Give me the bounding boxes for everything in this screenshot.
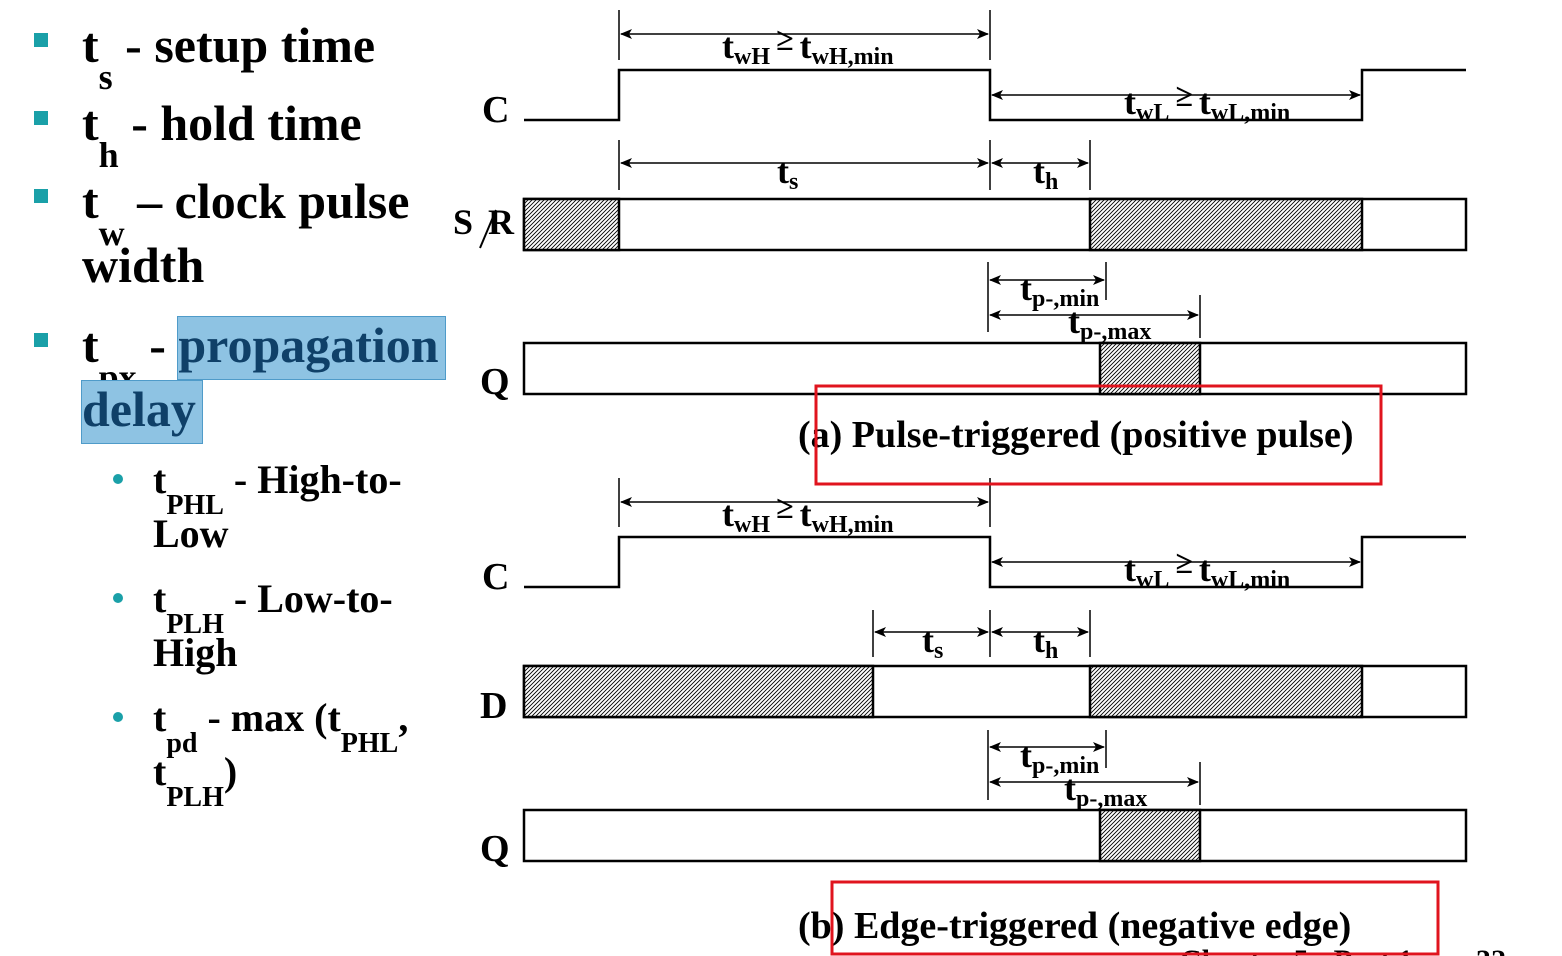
label-s: S <box>453 202 473 242</box>
bullet-pulse-width-cont: width <box>82 237 205 293</box>
bullet-propagation-delay-cont: delay <box>81 380 203 444</box>
label-q-b: Q <box>480 828 510 870</box>
sr-hatch-right <box>1088 197 1364 252</box>
sub-bullet-tphl-cont: Low <box>153 511 229 556</box>
footer-page-number: 32 <box>1476 944 1506 956</box>
bullet-propagation-delay: tpx - propagation <box>82 316 446 395</box>
highlight-propagation: propagation <box>177 316 446 380</box>
highlight-delay: delay <box>81 380 203 444</box>
q-signal-bar-b <box>522 808 1468 863</box>
bullet-square-icon <box>34 111 48 125</box>
bullet-pulse-width: tw – clock pulse <box>82 173 410 253</box>
label-tpmax-b: tp-,max <box>1064 768 1147 812</box>
label-twh-a: twH≥twH,min <box>722 21 894 70</box>
label-tpmax-a: tp-,max <box>1068 301 1151 345</box>
label-twl-b: twL≥twL,min <box>1124 544 1290 593</box>
sub-bullet-tphl: tPHL - High-to- <box>153 457 402 521</box>
bullet-hold-time: th - hold time <box>82 95 362 175</box>
label-q-a: Q <box>480 361 510 403</box>
label-c-b: C <box>482 556 509 598</box>
label-ts-a: ts <box>777 151 798 195</box>
label-c-a: C <box>482 89 509 131</box>
label-twh-b: twH≥twH,min <box>722 489 894 538</box>
label-twl-a: twL≥twL,min <box>1124 77 1290 126</box>
bullet-square-icon <box>34 33 48 47</box>
annotation-box-b <box>830 880 1440 956</box>
caption-b: (b) Edge-triggered (negative edge) <box>798 905 1351 947</box>
sr-slash <box>479 209 497 249</box>
sub-bullet-dot-icon <box>113 593 123 603</box>
bullet-list: ts - setup time th - hold time tw – cloc… <box>0 0 480 956</box>
label-th-b: th <box>1033 620 1058 664</box>
label-tpmin-a: tp-,min <box>1020 268 1099 312</box>
annotation-box-a <box>814 384 1383 486</box>
label-tpmin-b: tp-,min <box>1020 735 1099 779</box>
label-th-a: th <box>1033 151 1058 195</box>
sub-bullet-dot-icon <box>113 712 123 722</box>
sr-hatch-left <box>522 197 621 252</box>
sub-bullet-tplh: tPLH - Low-to- <box>153 576 393 640</box>
bullet-square-icon <box>34 333 48 347</box>
label-ts-b: ts <box>922 620 943 664</box>
sub-bullet-tpd-cont: tPLH) <box>153 749 238 813</box>
label-d: D <box>480 685 507 727</box>
d-hatch-right <box>1088 664 1364 719</box>
sub-bullet-tplh-cont: High <box>153 630 238 675</box>
sub-bullet-tpd: tpd - max (tPHL, <box>153 695 409 759</box>
caption-a: (a) Pulse-triggered (positive pulse) <box>798 414 1354 456</box>
q-hatch-b <box>1098 808 1202 863</box>
label-r: R <box>488 202 515 242</box>
q-signal-bar-a <box>522 341 1468 396</box>
bullet-setup-time: ts - setup time <box>82 17 376 97</box>
d-hatch-left <box>522 664 875 719</box>
bullet-square-icon <box>34 189 48 203</box>
sub-bullet-dot-icon <box>113 474 123 484</box>
